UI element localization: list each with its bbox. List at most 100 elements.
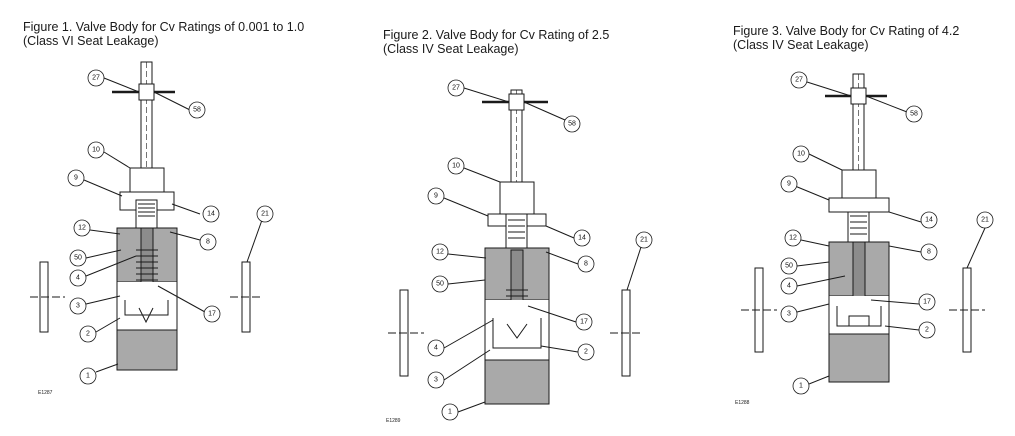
balloon: 2 <box>79 325 97 343</box>
balloon: 50 <box>780 257 798 275</box>
balloon-label: 12 <box>436 249 444 256</box>
balloon: 8 <box>920 243 938 261</box>
balloon: 2 <box>918 321 936 339</box>
balloon: 4 <box>427 339 445 357</box>
balloon-label: 21 <box>981 217 989 224</box>
figure-2-code: E1289 <box>386 418 401 424</box>
balloon-label: 9 <box>787 181 791 188</box>
balloon-label: 2 <box>86 331 90 338</box>
balloon: 9 <box>67 169 85 187</box>
balloon-label: 58 <box>910 111 918 118</box>
figure-2-subtitle: (Class IV Seat Leakage) <box>383 42 519 56</box>
figure-2-title: Figure 2. Valve Body for Cv Rating of 2.… <box>383 28 609 56</box>
balloon-label: 27 <box>92 75 100 82</box>
balloon: 8 <box>577 255 595 273</box>
balloon: 3 <box>69 297 87 315</box>
balloon-label: 50 <box>785 263 793 270</box>
balloon-label: 4 <box>787 283 791 290</box>
balloon-label: 3 <box>76 303 80 310</box>
balloon-label: 14 <box>925 217 933 224</box>
balloon: 8 <box>199 233 217 251</box>
figure-3: Figure 3. Valve Body for Cv Rating of 4.… <box>705 0 1015 436</box>
balloon-label: 8 <box>584 261 588 268</box>
balloon: 1 <box>79 367 97 385</box>
figure-1-title: Figure 1. Valve Body for Cv Ratings of 0… <box>23 20 304 48</box>
balloon: 50 <box>69 249 87 267</box>
balloon-label: 10 <box>92 147 100 154</box>
balloon: 14 <box>202 205 220 223</box>
balloon: 12 <box>784 229 802 247</box>
balloon-label: 12 <box>789 235 797 242</box>
balloon: 21 <box>976 211 994 229</box>
balloon-label: 27 <box>795 77 803 84</box>
balloon-label: 10 <box>452 163 460 170</box>
balloon-label: 2 <box>925 327 929 334</box>
figure-1-drawing: 27 58 10 9 14 21 12 8 50 4 3 17 2 1 E128… <box>30 61 274 396</box>
balloon-label: 3 <box>434 377 438 384</box>
balloon: 3 <box>780 305 798 323</box>
balloon: 9 <box>780 175 798 193</box>
balloon: 10 <box>87 141 105 159</box>
figure-2-title-line: Figure 2. Valve Body for Cv Rating of 2.… <box>383 28 610 42</box>
figure-3-code: E1288 <box>735 400 750 406</box>
balloon-label: 50 <box>436 281 444 288</box>
figure-1-title-line: Figure 1. Valve Body for Cv Ratings of 0… <box>23 20 305 34</box>
balloon: 17 <box>918 293 936 311</box>
balloon: 58 <box>188 101 206 119</box>
balloon: 1 <box>441 403 459 421</box>
balloon: 14 <box>920 211 938 229</box>
balloon: 27 <box>447 79 465 97</box>
balloon: 2 <box>577 343 595 361</box>
balloon-label: 9 <box>434 193 438 200</box>
balloon: 9 <box>427 187 445 205</box>
figure-2-balloons: 27 58 10 9 14 21 12 8 50 17 4 2 3 1 <box>427 79 653 421</box>
balloon: 27 <box>790 71 808 89</box>
balloon-label: 17 <box>923 299 931 306</box>
balloon-label: 17 <box>580 319 588 326</box>
balloon-label: 1 <box>799 383 803 390</box>
balloon-label: 1 <box>86 373 90 380</box>
balloon: 4 <box>780 277 798 295</box>
figure-3-drawing: 27 58 10 9 14 21 12 8 50 4 17 3 2 1 E128… <box>735 71 994 406</box>
balloon-label: 12 <box>78 225 86 232</box>
balloon-label: 8 <box>927 249 931 256</box>
balloon-label: 3 <box>787 311 791 318</box>
figure-1-subtitle: (Class VI Seat Leakage) <box>23 34 159 48</box>
balloon: 27 <box>87 69 105 87</box>
balloon-label: 17 <box>208 311 216 318</box>
balloon-label: 14 <box>578 235 586 242</box>
balloon-label: 4 <box>76 275 80 282</box>
balloon: 58 <box>563 115 581 133</box>
balloon: 10 <box>792 145 810 163</box>
balloon-label: 4 <box>434 345 438 352</box>
figure-2: Figure 2. Valve Body for Cv Rating of 2.… <box>360 0 690 436</box>
balloon-label: 27 <box>452 85 460 92</box>
figure-3-title-line: Figure 3. Valve Body for Cv Rating of 4.… <box>733 24 960 38</box>
balloon: 21 <box>635 231 653 249</box>
balloon: 17 <box>203 305 221 323</box>
balloon: 1 <box>792 377 810 395</box>
balloon-label: 9 <box>74 175 78 182</box>
balloon: 12 <box>431 243 449 261</box>
balloon: 58 <box>905 105 923 123</box>
figure-3-balloons: 27 58 10 9 14 21 12 8 50 4 17 3 2 1 <box>780 71 994 395</box>
balloon: 4 <box>69 269 87 287</box>
balloon-label: 58 <box>193 107 201 114</box>
balloon: 3 <box>427 371 445 389</box>
balloon: 12 <box>73 219 91 237</box>
balloon-label: 50 <box>74 255 82 262</box>
figure-3-title: Figure 3. Valve Body for Cv Rating of 4.… <box>733 24 959 52</box>
balloon-label: 58 <box>568 121 576 128</box>
figure-1-code: E1287 <box>38 390 53 396</box>
balloon-label: 8 <box>206 239 210 246</box>
balloon: 14 <box>573 229 591 247</box>
balloon-label: 10 <box>797 151 805 158</box>
figure-1-balloons: 27 58 10 9 14 21 12 8 50 4 3 17 2 1 <box>67 69 274 385</box>
balloon-label: 2 <box>584 349 588 356</box>
figure-1: Figure 1. Valve Body for Cv Ratings of 0… <box>0 0 330 436</box>
balloon: 21 <box>256 205 274 223</box>
figure-3-subtitle: (Class IV Seat Leakage) <box>733 38 869 52</box>
balloon: 17 <box>575 313 593 331</box>
balloon-label: 21 <box>640 237 648 244</box>
balloon-label: 1 <box>448 409 452 416</box>
